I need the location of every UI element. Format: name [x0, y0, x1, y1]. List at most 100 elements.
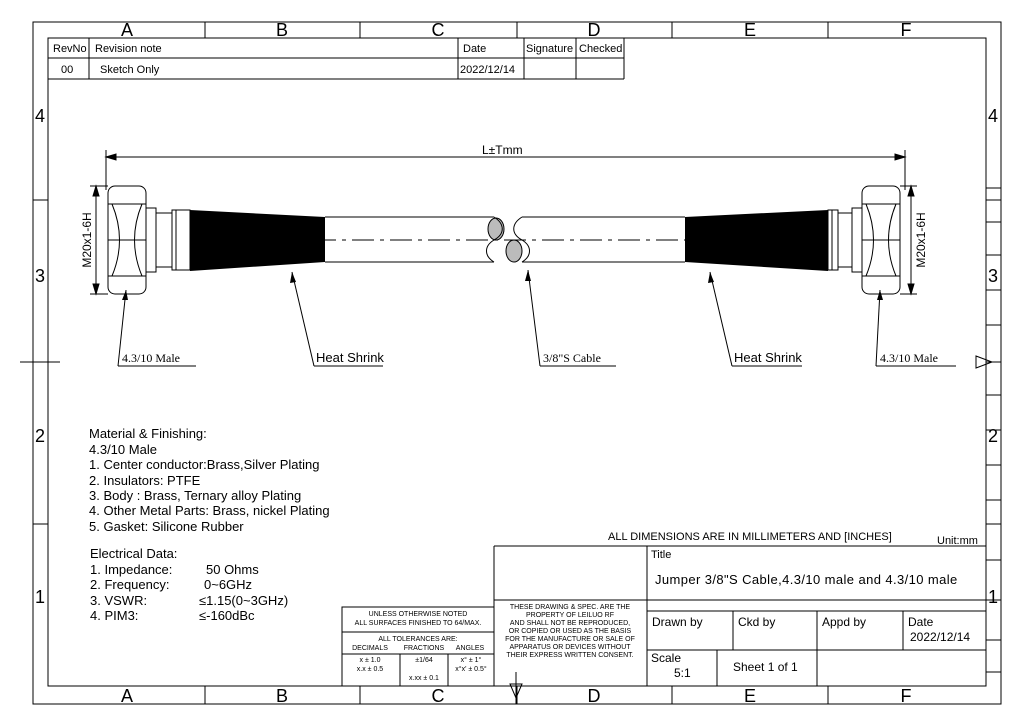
- property-line: OR COPIED OR USED AS THE BASIS: [509, 628, 632, 635]
- electrical-title: Electrical Data:: [90, 546, 177, 561]
- centering-arrow-right: [975, 355, 994, 369]
- callout-arrowheads: [122, 270, 883, 300]
- electrical-item-value: 50 Ohms: [206, 562, 259, 577]
- zone-column-label: D: [588, 20, 601, 40]
- electrical-item-name: 4. PIM3:: [90, 608, 138, 623]
- material-line: 5. Gasket: Silicone Rubber: [89, 519, 244, 534]
- zone-column-label: A: [121, 686, 133, 706]
- dimensions-note: ALL DIMENSIONS ARE IN MILLIMETERS AND [I…: [608, 531, 892, 543]
- property-line: PROPERTY OF LEILUO RF: [526, 612, 614, 619]
- tolerance-angle-2: x°x' ± 0.5°: [455, 665, 487, 673]
- zone-row-label: 2: [35, 426, 45, 446]
- revision-note-value: Sketch Only: [100, 64, 160, 76]
- electrical-item-name: 3. VSWR:: [90, 593, 147, 608]
- inner-frame: [47, 37, 987, 687]
- zone-column-label: F: [901, 686, 912, 706]
- zone-row-label: 3: [35, 266, 45, 286]
- signature-header: Signature: [526, 43, 573, 55]
- scale-label: Scale: [651, 651, 681, 665]
- callout-right-connector: 4.3/10 Male: [880, 351, 938, 365]
- thread-label-left: M20x1-6H: [80, 212, 94, 267]
- property-line: FOR THE MANUFACTURE OR SALE OF: [505, 636, 635, 643]
- tolerance-col-fractions: FRACTIONS: [404, 645, 445, 652]
- centering-arrow-bottom: [509, 683, 523, 700]
- property-line: THEIR EXPRESS WRITTEN CONSENT.: [506, 652, 633, 659]
- thread-dimension-left: [90, 184, 108, 296]
- drawing-title: Jumper 3/8"S Cable,4.3/10 male and 4.3/1…: [655, 572, 958, 587]
- material-line: 4. Other Metal Parts: Brass, nickel Plat…: [89, 503, 330, 518]
- date-value: 2022/12/14: [910, 630, 970, 644]
- thread-label-right: M20x1-6H: [914, 212, 928, 267]
- zone-row-label: 2: [988, 426, 998, 446]
- title-block: [341, 545, 986, 687]
- connector-right: [827, 185, 901, 295]
- material-notes: Material & Finishing: 4.3/10 Male 1. Cen…: [89, 426, 330, 534]
- material-line: 3. Body : Brass, Ternary alloy Plating: [89, 488, 301, 503]
- property-line: THESE DRAWING & SPEC. ARE THE: [510, 604, 631, 611]
- date-header: Date: [463, 43, 486, 55]
- zone-row-label: 4: [988, 106, 998, 126]
- ckd-by-label: Ckd by: [738, 615, 775, 629]
- thread-dimension-right: [900, 184, 917, 296]
- callout-left-connector: 4.3/10 Male: [122, 351, 180, 365]
- revision-table: [48, 38, 625, 80]
- property-notice: THESE DRAWING & SPEC. ARE THE PROPERTY O…: [505, 604, 635, 659]
- zone-column-label: C: [432, 20, 445, 40]
- zone-column-label: E: [744, 686, 756, 706]
- zone-column-label: B: [276, 686, 288, 706]
- zone-row-label: 3: [988, 266, 998, 286]
- electrical-item-name: 2. Frequency:: [90, 577, 170, 592]
- rev-no-value: 00: [61, 64, 73, 76]
- callout-leaders: [117, 269, 956, 367]
- tolerance-line: ALL SURFACES FINISHED TO 64/MAX.: [355, 620, 482, 627]
- electrical-item-name: 1. Impedance:: [90, 562, 172, 577]
- material-line: 4.3/10 Male: [89, 442, 157, 457]
- electrical-data: Electrical Data: 1. Impedance: 50 Ohms 2…: [90, 546, 288, 623]
- length-label: L±Tmm: [482, 143, 523, 157]
- property-line: AND SHALL NOT BE REPRODUCED,: [510, 620, 630, 627]
- zone-column-label: A: [121, 20, 133, 40]
- callout-left-heat-shrink: Heat Shrink: [316, 350, 384, 365]
- zone-row-label: 4: [35, 106, 45, 126]
- length-dimension: [104, 150, 907, 190]
- electrical-item-value: ≤-160dBc: [199, 608, 255, 623]
- cable-break: [486, 216, 530, 263]
- tolerance-line: ALL TOLERANCES ARE:: [378, 636, 457, 643]
- tolerance-line: UNLESS OTHERWISE NOTED: [369, 611, 468, 618]
- heat-shrink-left: [190, 210, 325, 271]
- tolerance-col-decimals: DECIMALS: [352, 645, 388, 652]
- zone-column-label: C: [432, 686, 445, 706]
- electrical-item-value: ≤1.15(0~3GHz): [199, 593, 288, 608]
- material-title: Material & Finishing:: [89, 426, 207, 441]
- material-line: 2. Insulators: PTFE: [89, 473, 201, 488]
- date-label: Date: [908, 615, 934, 629]
- drawn-by-label: Drawn by: [652, 615, 703, 629]
- property-line: APPARATUS OR DEVICES WITHOUT: [509, 644, 631, 651]
- appd-by-label: Appd by: [822, 615, 866, 629]
- checked-header: Checked: [579, 43, 622, 55]
- zone-dividers: [20, 22, 1001, 704]
- unit-label: Unit:mm: [937, 535, 978, 547]
- heat-shrink-right: [685, 210, 828, 271]
- material-line: 1. Center conductor:Brass,Silver Plating: [89, 457, 320, 472]
- zone-column-label: F: [901, 20, 912, 40]
- sheet-label: Sheet 1 of 1: [733, 660, 798, 674]
- tolerance-col-angles: ANGLES: [456, 645, 485, 652]
- zone-column-label: E: [744, 20, 756, 40]
- revision-note-header: Revision note: [95, 43, 162, 55]
- tolerance-fraction: ±1/64: [415, 657, 433, 664]
- tolerance-xxx: x.xx ± 0.1: [409, 675, 439, 682]
- zone-column-label: D: [588, 686, 601, 706]
- zone-row-label: 1: [35, 587, 45, 607]
- callout-right-heat-shrink: Heat Shrink: [734, 350, 802, 365]
- tolerance-angle-1: x° ± 1°: [461, 656, 482, 664]
- rev-no-header: RevNo: [53, 43, 87, 55]
- tolerance-decimal-2: x.x ± 0.5: [357, 666, 384, 673]
- title-label: Title: [651, 549, 671, 561]
- scale-value: 5:1: [674, 666, 691, 680]
- electrical-item-value: 0~6GHz: [204, 577, 252, 592]
- revision-date-value: 2022/12/14: [460, 64, 515, 76]
- zone-row-label: 1: [988, 587, 998, 607]
- connector-left: [107, 185, 191, 295]
